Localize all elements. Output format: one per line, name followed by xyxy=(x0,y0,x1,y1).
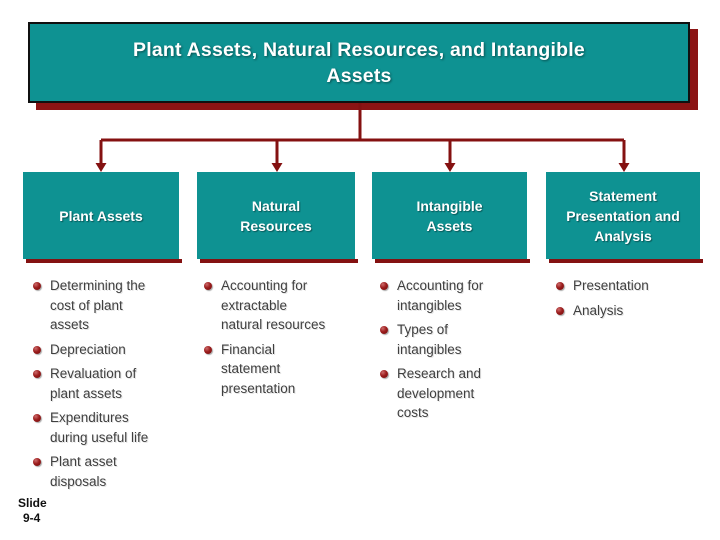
bullet-list-plant-assets: Determining the cost of plant assets Dep… xyxy=(33,276,185,496)
bullet-icon xyxy=(556,282,564,290)
slide-number-word: Slide xyxy=(18,496,47,510)
bullet-text: Research and development costs xyxy=(397,366,482,420)
category-box-plant-assets: Plant Assets xyxy=(23,172,182,263)
list-item: Presentation xyxy=(556,276,706,296)
list-item: Revaluation of plant assets xyxy=(33,364,185,403)
bullet-icon xyxy=(556,306,564,315)
bullet-icon xyxy=(33,370,41,378)
bullet-icon xyxy=(380,326,388,334)
arrowhead-down-icon xyxy=(95,163,107,172)
hierarchy-connector-lines xyxy=(95,103,630,172)
bullet-icon xyxy=(33,345,41,354)
category-box-intangible-assets: Intangible Assets xyxy=(372,172,530,263)
list-item: Accounting for intangibles xyxy=(380,276,532,315)
bullet-text: Plant asset disposals xyxy=(50,454,117,489)
bullet-list-natural-resources: Accounting for extractable natural resou… xyxy=(204,276,359,403)
bullet-text: Financial statement presentation xyxy=(221,341,296,396)
bullet-list-intangible-assets: Accounting for intangibles Types of inta… xyxy=(380,276,532,428)
bullet-icon xyxy=(33,282,41,290)
category-box-statement-presentation: Statement Presentation and Analysis xyxy=(546,172,703,263)
bullet-text: Expenditures during useful life xyxy=(50,410,149,445)
list-item: Types of intangibles xyxy=(380,320,532,359)
bullet-text: Analysis xyxy=(573,302,624,318)
bullet-text: Accounting for intangibles xyxy=(397,278,484,313)
arrowhead-down-icon xyxy=(271,163,283,172)
arrowhead-down-icon xyxy=(618,163,630,172)
bullet-text: Accounting for extractable natural resou… xyxy=(221,278,326,332)
slide-number-value: 9-4 xyxy=(23,511,41,525)
list-item: Depreciation xyxy=(33,340,185,360)
bullet-text: Depreciation xyxy=(50,341,126,357)
bullet-icon xyxy=(204,282,212,290)
slide-title: Plant Assets, Natural Resources, and Int… xyxy=(28,22,690,103)
bullet-text: Presentation xyxy=(573,278,649,293)
bullet-icon xyxy=(33,458,41,466)
bullet-icon xyxy=(380,282,388,290)
list-item: Research and development costs xyxy=(380,364,532,423)
list-item: Analysis xyxy=(556,301,706,321)
list-item: Plant asset disposals xyxy=(33,452,185,491)
bullet-text: Revaluation of plant assets xyxy=(50,366,137,401)
bullet-icon xyxy=(33,414,41,422)
list-item: Financial statement presentation xyxy=(204,340,359,399)
arrowhead-down-icon xyxy=(444,163,456,172)
list-item: Accounting for extractable natural resou… xyxy=(204,276,359,335)
slide-number: Slide 9-4 xyxy=(18,496,47,526)
bullet-text: Types of intangibles xyxy=(397,322,462,357)
bullet-text: Determining the cost of plant assets xyxy=(50,278,146,332)
list-item: Expenditures during useful life xyxy=(33,408,185,447)
list-item: Determining the cost of plant assets xyxy=(33,276,185,335)
bullet-list-statement-presentation: Presentation Analysis xyxy=(556,276,706,325)
category-box-natural-resources: Natural Resources xyxy=(197,172,358,263)
bullet-icon xyxy=(380,370,388,378)
bullet-icon xyxy=(204,345,212,354)
